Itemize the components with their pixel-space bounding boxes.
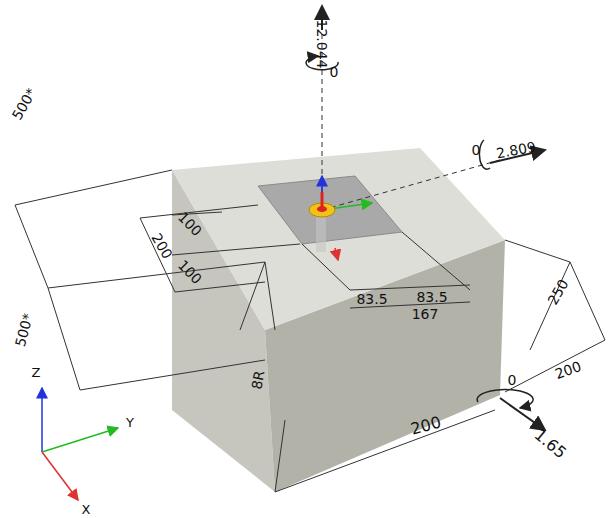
dimension-label: 0: [508, 373, 517, 387]
dimension-label: 500*: [13, 312, 35, 348]
dimension-label: 2.809: [495, 140, 537, 161]
dimension-label: 83.5: [356, 292, 387, 306]
dimension-label: 0: [330, 65, 339, 79]
dimension-label: 83.5: [416, 290, 447, 304]
dimension-lines: [15, 170, 605, 492]
base-plate: [258, 176, 402, 244]
dimension-label: 1.65: [531, 426, 569, 461]
dimension-label: 167: [412, 307, 439, 321]
dimension-label: Z: [32, 366, 41, 379]
dimension-label: 500*: [10, 86, 39, 122]
axis-triad: [42, 388, 118, 500]
dimension-label: 200: [409, 414, 443, 437]
dimension-label: 12.044: [315, 20, 329, 69]
block-top-face: [172, 148, 505, 330]
dimension-label: 200: [553, 359, 583, 381]
dimension-label: 0: [472, 143, 481, 157]
dimension-label: 8R: [249, 370, 266, 391]
dimension-label: X: [82, 503, 91, 516]
dimension-label: 250: [545, 277, 570, 307]
dimension-label: 200: [149, 231, 174, 261]
dimension-label: Y: [126, 416, 134, 429]
